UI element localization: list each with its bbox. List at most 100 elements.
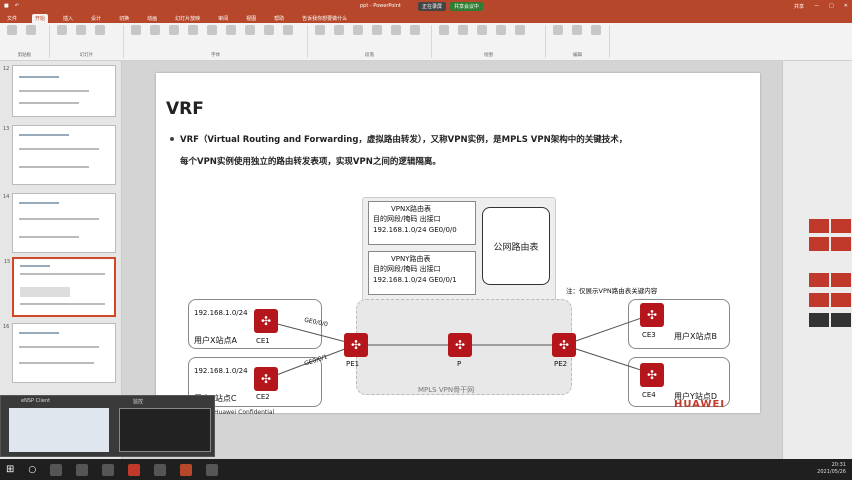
pe2-label: PE2 [554,360,568,368]
slide-title: VRF [166,99,204,119]
user-account[interactable]: 共享 [794,3,805,10]
ribbon-button[interactable] [512,25,528,47]
pe1-router-icon[interactable]: ✣ [344,333,368,357]
ribbon-button[interactable] [436,25,452,47]
app-icon[interactable] [154,463,167,476]
ribbon-tab[interactable]: 帮助 [274,16,285,22]
windows-start-icon[interactable]: ⊞ [6,464,15,475]
ribbon-tab[interactable]: 文件 [7,16,18,22]
recording-status[interactable]: 正在录屏 [418,1,447,11]
ribbon-button[interactable] [550,25,566,47]
ribbon-group-label: 编辑 [573,53,582,58]
ribbon-button[interactable] [569,25,585,47]
app-icon[interactable] [128,463,141,476]
slide-thumbnail-selected[interactable]: 15 [4,257,116,317]
ribbon-button[interactable] [350,25,366,47]
site-b-box [628,299,730,349]
ribbon-button[interactable] [23,25,39,47]
slide-thumbnail[interactable]: 14 [3,193,116,253]
ce3-label: CE3 [642,331,656,339]
ribbon-button[interactable] [312,25,328,47]
ribbon-tabs: 文件 开始 插入 设计 切换 动画 幻灯片放映 审阅 视图 帮助 告诉我你想要做什么 [0,12,852,23]
ribbon-group: 字体 [128,25,308,58]
ce2-router-icon[interactable]: ✣ [254,367,278,391]
side-tile[interactable] [809,293,829,307]
ce3-router-icon[interactable]: ✣ [640,303,664,327]
quick-access-undo-icon[interactable]: ↶ [14,3,19,9]
ribbon-button[interactable] [588,25,604,47]
ribbon-button[interactable] [185,25,201,47]
site-d-name: 用户Y站点D [674,392,718,401]
app-icon[interactable] [50,463,63,476]
ce4-router-icon[interactable]: ✣ [640,363,664,387]
ribbon-button[interactable] [474,25,490,47]
app-icon[interactable] [76,463,89,476]
slide-canvas: VRF VRF（Virtual Routing and Forwarding，虚… [122,61,782,459]
ribbon-tab[interactable]: 设计 [91,16,102,22]
slide-thumbnail[interactable]: 16 [3,323,116,383]
monitor-window-preview[interactable] [119,408,211,452]
ribbon-button[interactable] [407,25,423,47]
minimize-icon[interactable]: — [814,3,820,9]
ribbon-button[interactable] [261,25,277,47]
p-label: P [457,360,462,368]
side-tile[interactable] [831,237,851,251]
ribbon-button[interactable] [455,25,471,47]
ribbon-tab[interactable]: 开始 [32,14,49,23]
side-tile[interactable] [809,273,829,287]
taskbar-preview-popup: eNSP Client 监控 [0,395,215,457]
ribbon-button[interactable] [166,25,182,47]
ribbon-tab[interactable]: 视图 [246,16,257,22]
ensp-window-preview[interactable] [9,408,109,452]
app-icon[interactable] [180,463,193,476]
ce2-label: CE2 [256,393,270,401]
ribbon-button[interactable] [280,25,296,47]
side-tile[interactable] [809,313,829,327]
ribbon-tab[interactable]: 动画 [147,16,158,22]
share-status[interactable]: 共享会议中 [450,1,484,11]
app-icon[interactable] [206,463,219,476]
app-icon[interactable] [102,463,115,476]
side-tile[interactable] [809,237,829,251]
right-side-pane [782,61,852,459]
ribbon-tab[interactable]: 幻灯片放映 [175,16,201,22]
search-icon[interactable]: ○ [28,464,37,475]
ribbon-button[interactable] [242,25,258,47]
ribbon-tab[interactable]: 插入 [63,16,74,22]
ribbon-button[interactable] [4,25,20,47]
ribbon-button[interactable] [128,25,144,47]
ribbon-tab[interactable]: 审阅 [218,16,229,22]
slide-thumbnail[interactable]: 12 [3,65,116,117]
side-tile[interactable] [831,313,851,327]
ribbon-button[interactable] [204,25,220,47]
ribbon-button[interactable] [73,25,89,47]
ribbon-button[interactable] [147,25,163,47]
ribbon-group: 幻灯片 [54,25,124,58]
public-routing-table: 公网路由表 [482,207,550,285]
p-router-icon[interactable]: ✣ [448,333,472,357]
close-icon[interactable]: ✕ [843,3,848,9]
site-c-box [188,357,322,407]
pe2-router-icon[interactable]: ✣ [552,333,576,357]
system-clock[interactable]: 20:31 2021/05/26 [817,462,846,475]
side-tile[interactable] [831,219,851,233]
ribbon-button[interactable] [369,25,385,47]
ribbon-button[interactable] [54,25,70,47]
ce1-router-icon[interactable]: ✣ [254,309,278,333]
maximize-icon[interactable]: □ [829,3,834,9]
ribbon-button[interactable] [92,25,108,47]
ribbon-group: 绘图 [436,25,546,58]
ribbon-tab[interactable]: 告诉我你想要做什么 [302,16,348,22]
ribbon-tab[interactable]: 切换 [119,16,130,22]
ribbon-button[interactable] [223,25,239,47]
quick-access-save-icon[interactable]: ■ [4,3,9,9]
side-tile[interactable] [831,273,851,287]
ribbon-button[interactable] [331,25,347,47]
ribbon-button[interactable] [388,25,404,47]
side-tile[interactable] [831,293,851,307]
side-tile[interactable] [809,219,829,233]
ribbon-group: 编辑 [550,25,610,58]
slide-thumbnail[interactable]: 13 [3,125,116,185]
ribbon-button[interactable] [493,25,509,47]
slide[interactable]: VRF VRF（Virtual Routing and Forwarding，虚… [156,73,760,416]
